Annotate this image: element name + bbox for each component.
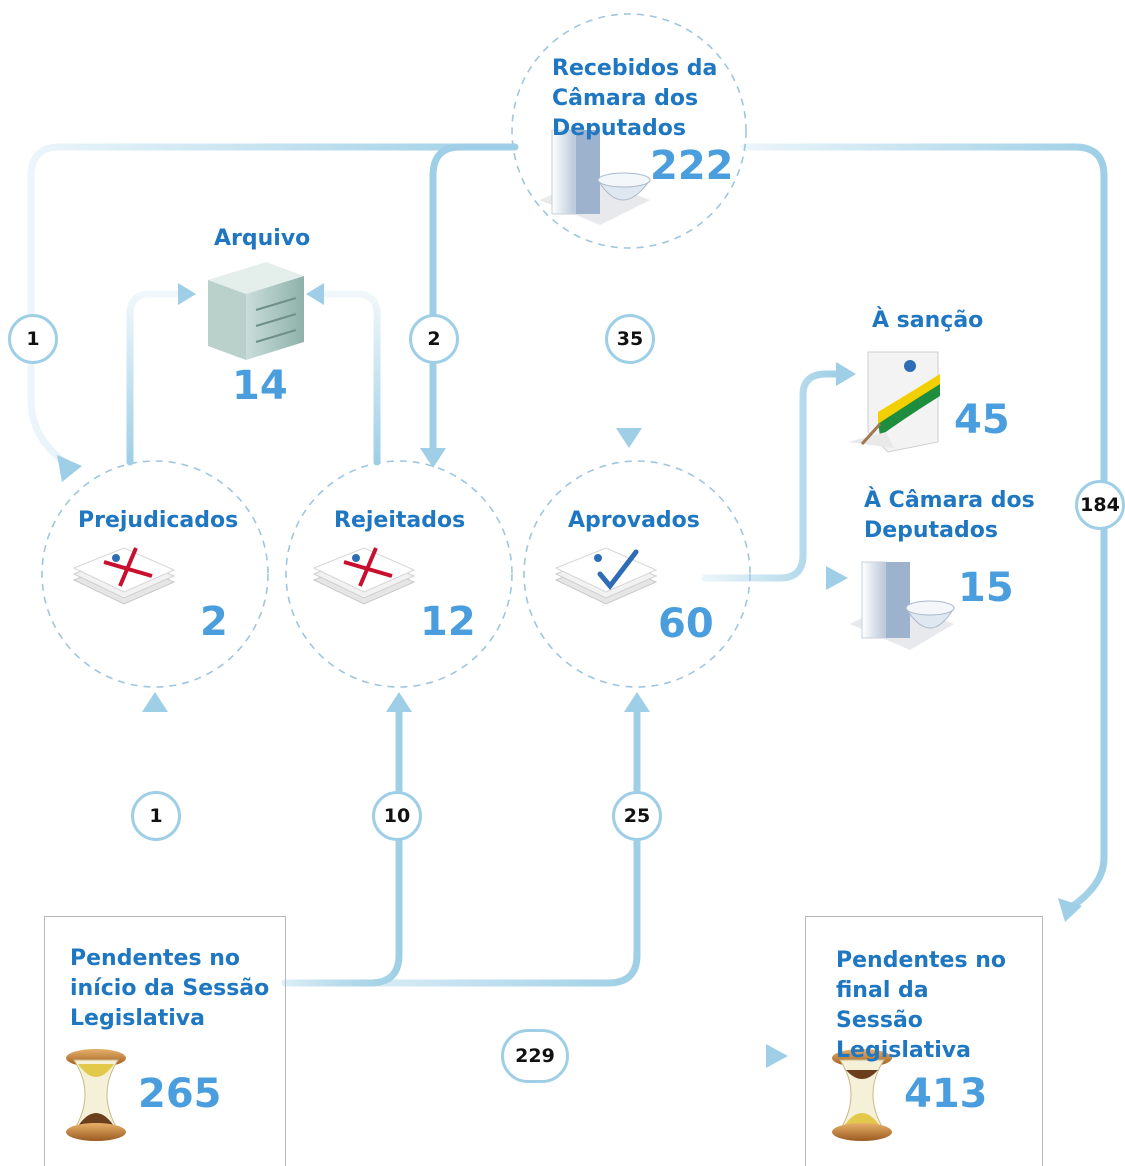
flow-badge-recebidos-aprovados: 35 — [605, 314, 655, 364]
presidential-sash-icon — [848, 351, 940, 453]
pendentes-inicio-label: Pendentes no início da Sessão Legislativ… — [70, 946, 270, 1031]
pendentes-inicio-count: 265 — [138, 1071, 222, 1117]
rejeitados-count: 12 — [420, 599, 476, 645]
flow-badge-inicio-rejeitados: 10 — [372, 791, 422, 841]
rejected-documents-icon — [312, 547, 416, 605]
pendentes-final-count: 413 — [904, 1071, 988, 1117]
prejudicados-label: Prejudicados — [78, 508, 239, 533]
flow-badge-inicio-aprovados: 25 — [612, 791, 662, 841]
congress-building-icon — [850, 561, 955, 650]
aprovados-label: Aprovados — [568, 508, 700, 533]
filing-cabinet-icon — [208, 262, 304, 360]
sancao-count: 45 — [954, 397, 1010, 443]
flow-badge-inicio-final: 229 — [501, 1029, 569, 1083]
rejeitados-label: Rejeitados — [334, 508, 466, 533]
camara-count: 15 — [958, 565, 1014, 611]
pendentes-final-label: Pendentes no final da Sessão Legislativa — [836, 948, 1007, 1063]
arrow-heads — [57, 283, 1082, 1068]
pendentes-inicio-box — [44, 916, 286, 1166]
flow-badge-recebidos-final: 184 — [1075, 480, 1125, 530]
arquivo-label: Arquivo — [214, 226, 311, 251]
prejudicados-count: 2 — [200, 599, 228, 645]
hourglass-icon — [832, 1049, 892, 1141]
flow-badge-recebidos-rejeitados: 2 — [409, 314, 459, 364]
aprovados-count: 60 — [658, 601, 714, 647]
recebidos-count: 222 — [650, 143, 734, 189]
sancao-label: À sanção — [872, 308, 984, 333]
approved-documents-icon — [554, 547, 658, 605]
pendentes-final-box — [805, 916, 1043, 1166]
flow-badge-recebidos-prejudicados: 1 — [8, 314, 58, 364]
flow-badge-inicio-prejudicados: 1 — [131, 791, 181, 841]
hourglass-icon — [66, 1049, 126, 1141]
rejected-documents-icon — [72, 547, 176, 605]
recebidos-label: Recebidos da Câmara dos Deputados — [552, 56, 718, 141]
arquivo-count: 14 — [232, 363, 288, 409]
camara-label: À Câmara dos Deputados — [864, 488, 1035, 543]
congress-building-icon — [540, 129, 651, 225]
